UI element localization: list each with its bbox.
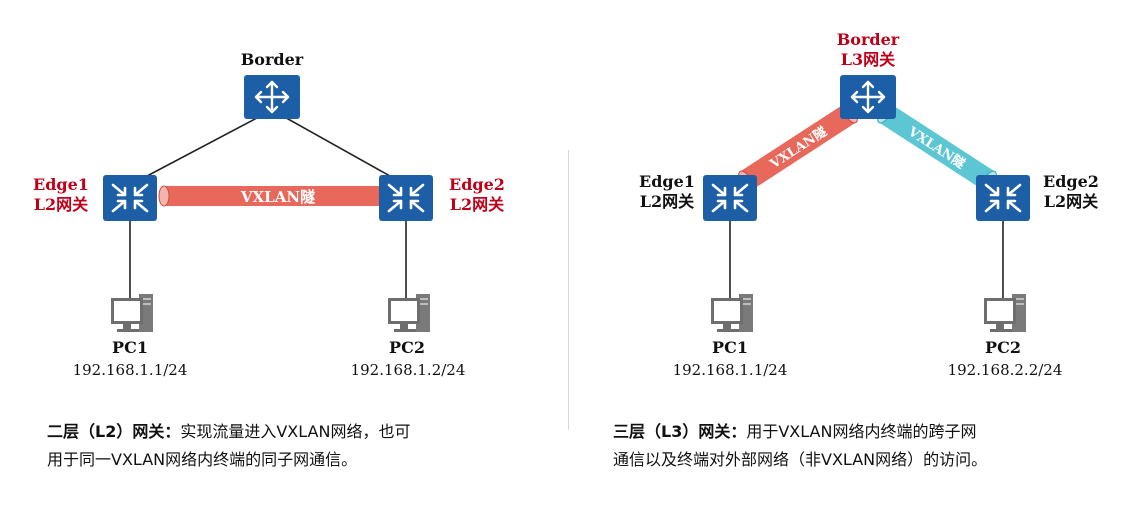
- right-tunnel-left-label: VXLAN隧: [766, 124, 829, 173]
- left-caption-line1: 实现流量进入VXLAN网络，也可: [180, 422, 411, 441]
- right-edge1-switch-icon: [701, 173, 759, 223]
- left-tunnel-label: VXLAN隧: [240, 188, 315, 206]
- left-vxlan-tunnel: VXLAN隧: [158, 185, 394, 207]
- left-pc2-ip: 192.168.1.2/24: [350, 361, 466, 379]
- right-edge1-name: Edge1: [639, 172, 695, 191]
- right-border-router-icon: [838, 73, 898, 121]
- panel-divider: [568, 150, 569, 430]
- left-border-router-icon: [242, 73, 302, 121]
- left-edge2-name: Edge2: [449, 175, 505, 194]
- left-caption: 二层（L2）网关：实现流量进入VXLAN网络，也可 用于同一VXLAN网络内终端…: [47, 418, 547, 474]
- right-edge2-label: Edge2 L2网关: [1034, 172, 1108, 212]
- left-pc2-icon: [388, 294, 430, 332]
- left-pc1-ip: 192.168.1.1/24: [72, 361, 188, 379]
- left-links: [129, 109, 407, 298]
- left-edge1-role: L2网关: [33, 195, 89, 214]
- right-pc1-icon: [711, 294, 753, 332]
- left-pc1-icon: [111, 294, 153, 332]
- left-edge1-name: Edge1: [33, 175, 89, 194]
- left-pc1-name: PC1: [112, 338, 148, 357]
- left-caption-line2: 用于同一VXLAN网络内终端的同子网通信。: [47, 450, 358, 469]
- right-border-name: Border: [836, 30, 900, 49]
- right-edge2-name: Edge2: [1043, 172, 1099, 191]
- right-edge1-label: Edge1 L2网关: [630, 172, 704, 212]
- left-edge1-switch-icon: [101, 173, 159, 223]
- right-border-label: Border L3网关: [828, 30, 908, 70]
- right-caption-line1: 用于VXLAN网络内终端的跨子网: [746, 422, 977, 441]
- right-edge2-role: L2网关: [1043, 192, 1099, 211]
- left-pc2-name: PC2: [389, 338, 425, 357]
- left-edge2-label: Edge2 L2网关: [440, 175, 514, 215]
- right-tunnel-right-label: VXLAN隧: [904, 123, 967, 172]
- left-edge2-switch-icon: [377, 173, 435, 223]
- left-border-name: Border: [240, 50, 304, 69]
- right-pc2-ip: 192.168.2.2/24: [947, 361, 1063, 379]
- right-edge1-role: L2网关: [639, 192, 695, 211]
- right-pc1-name: PC1: [712, 338, 748, 357]
- right-pc2-icon: [984, 294, 1026, 332]
- left-edge2-role: L2网关: [449, 195, 505, 214]
- right-caption-bold: 三层（L3）网关：: [613, 422, 747, 441]
- right-edge2-switch-icon: [974, 173, 1032, 223]
- right-pc1-ip: 192.168.1.1/24: [672, 361, 788, 379]
- right-pc2-name: PC2: [985, 338, 1021, 357]
- right-caption: 三层（L3）网关：用于VXLAN网络内终端的跨子网 通信以及终端对外部网络（非V…: [613, 418, 1113, 474]
- right-border-role: L3网关: [840, 50, 896, 69]
- right-caption-line2: 通信以及终端对外部网络（非VXLAN网络）的访问。: [613, 450, 988, 469]
- right-links: [729, 220, 1004, 298]
- left-caption-bold: 二层（L2）网关：: [47, 422, 181, 441]
- left-edge1-label: Edge1 L2网关: [24, 175, 98, 215]
